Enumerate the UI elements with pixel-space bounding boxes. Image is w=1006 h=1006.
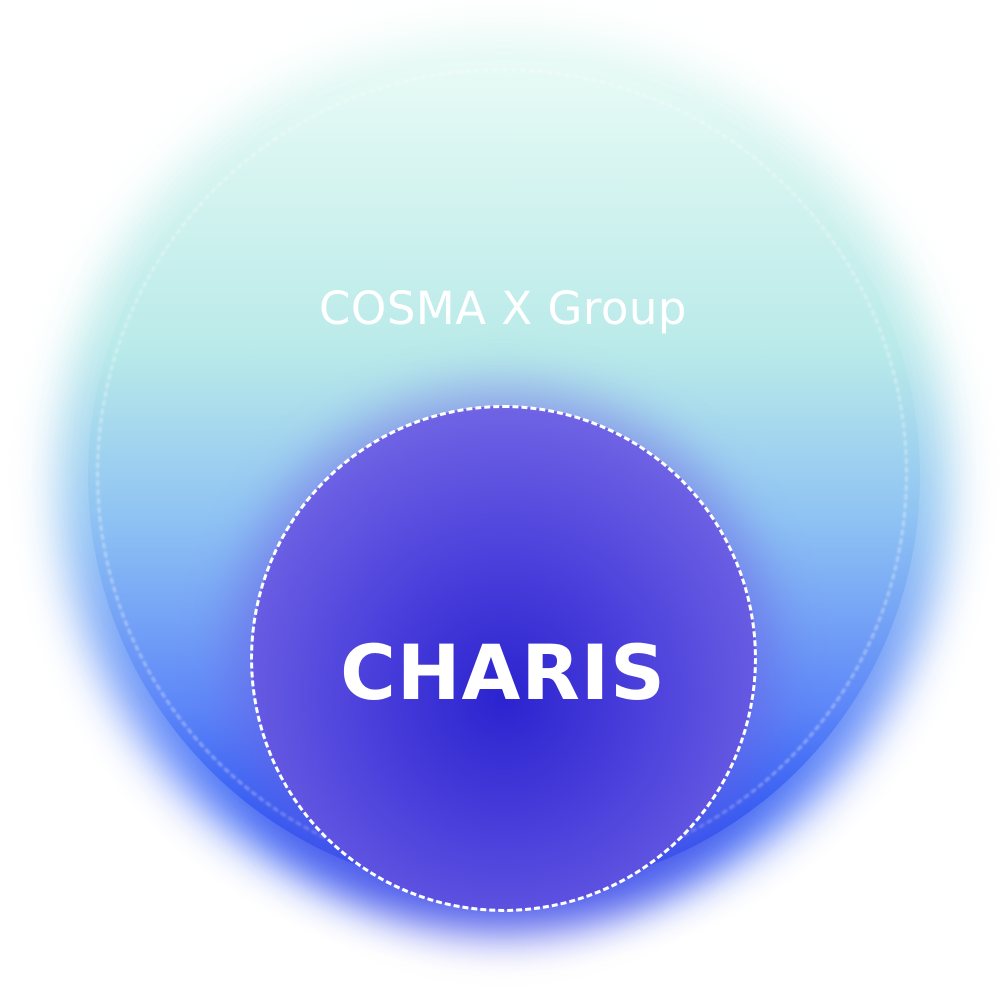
inner-circle-label: CHARIS (340, 628, 666, 717)
outer-circle-label: COSMA X Group (319, 282, 687, 335)
inner-circle-dashed-border (250, 405, 757, 912)
